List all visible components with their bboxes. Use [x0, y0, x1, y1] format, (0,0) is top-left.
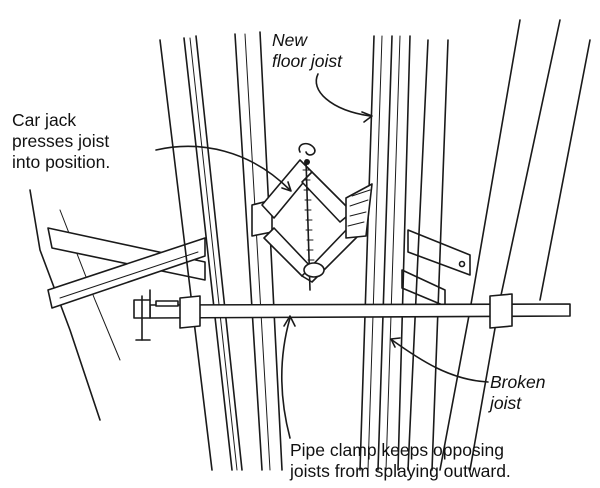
leader-car-jack — [155, 145, 292, 192]
left-diagonal-brace — [47, 227, 206, 309]
new-floor-joist-label: New floor joist — [272, 30, 343, 71]
car-jack-label: Car jack presses joist into position. — [12, 110, 111, 172]
pipe-clamp-label: Pipe clamp keeps opposing joists from sp… — [290, 440, 511, 481]
pipe-clamp — [133, 289, 571, 341]
new-floor-joist — [359, 35, 411, 471]
leader-new-joist — [315, 73, 373, 123]
car-jack — [251, 142, 373, 291]
right-angled-brace — [401, 229, 471, 307]
leader-broken-joist — [390, 337, 489, 383]
left-wall — [29, 189, 121, 421]
broken-joist-label: Broken joist — [490, 372, 546, 413]
left-joist-pair — [159, 31, 283, 471]
leader-pipe-clamp — [280, 315, 296, 439]
